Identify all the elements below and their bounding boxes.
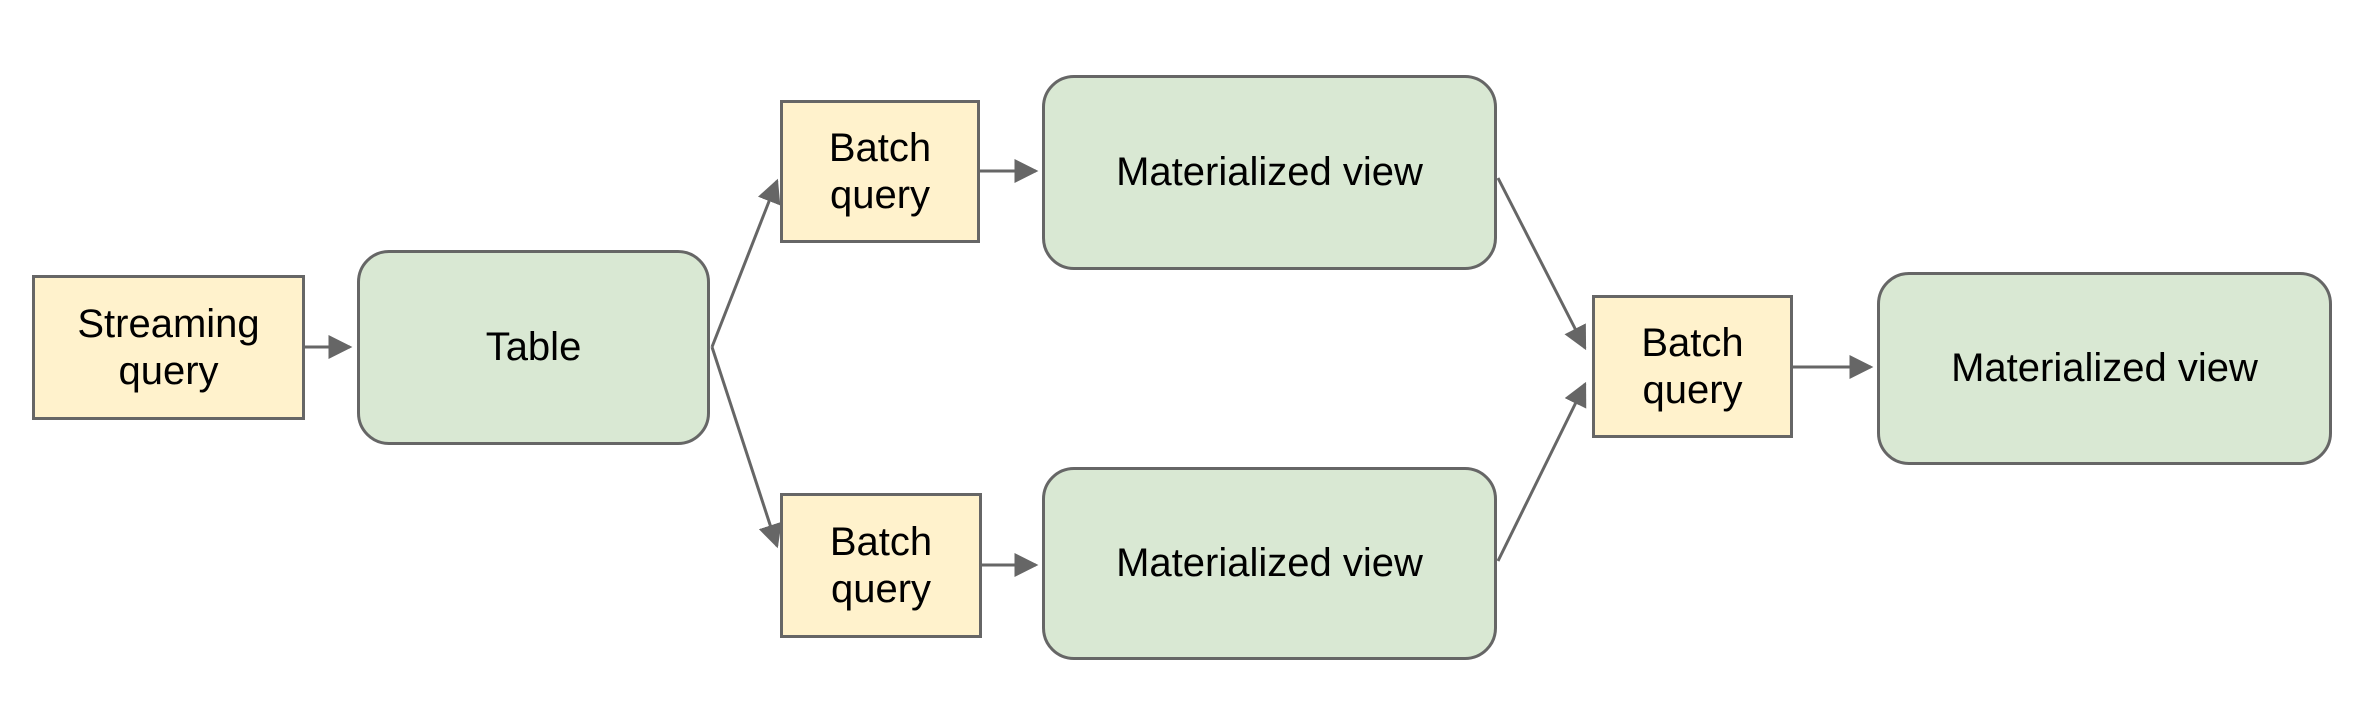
node-batch-query-right: Batch query — [1592, 295, 1793, 438]
node-batch-query-bottom: Batch query — [780, 493, 982, 638]
node-label: Materialized view — [1116, 541, 1423, 586]
edge-mat-view-bottom-to-batch-query-right — [1496, 381, 1587, 562]
edge-mat-view-top-to-batch-query-right — [1496, 177, 1587, 351]
node-label: Batch query — [829, 519, 933, 611]
node-streaming-query: Streaming query — [32, 275, 305, 420]
node-label: Batch query — [1641, 320, 1744, 412]
node-label: Table — [485, 325, 582, 370]
node-materialized-view-right: Materialized view — [1877, 272, 2332, 465]
node-label: Streaming query — [77, 301, 260, 393]
node-materialized-view-bottom: Materialized view — [1042, 467, 1497, 660]
edge-table-to-batch-query-top — [710, 178, 781, 348]
edge-table-to-batch-query-bottom — [710, 346, 782, 549]
node-materialized-view-top: Materialized view — [1042, 75, 1497, 270]
node-table: Table — [357, 250, 710, 445]
node-label: Batch query — [828, 125, 932, 217]
node-label: Materialized view — [1951, 346, 2258, 391]
node-batch-query-top: Batch query — [780, 100, 980, 243]
node-label: Materialized view — [1116, 150, 1423, 195]
